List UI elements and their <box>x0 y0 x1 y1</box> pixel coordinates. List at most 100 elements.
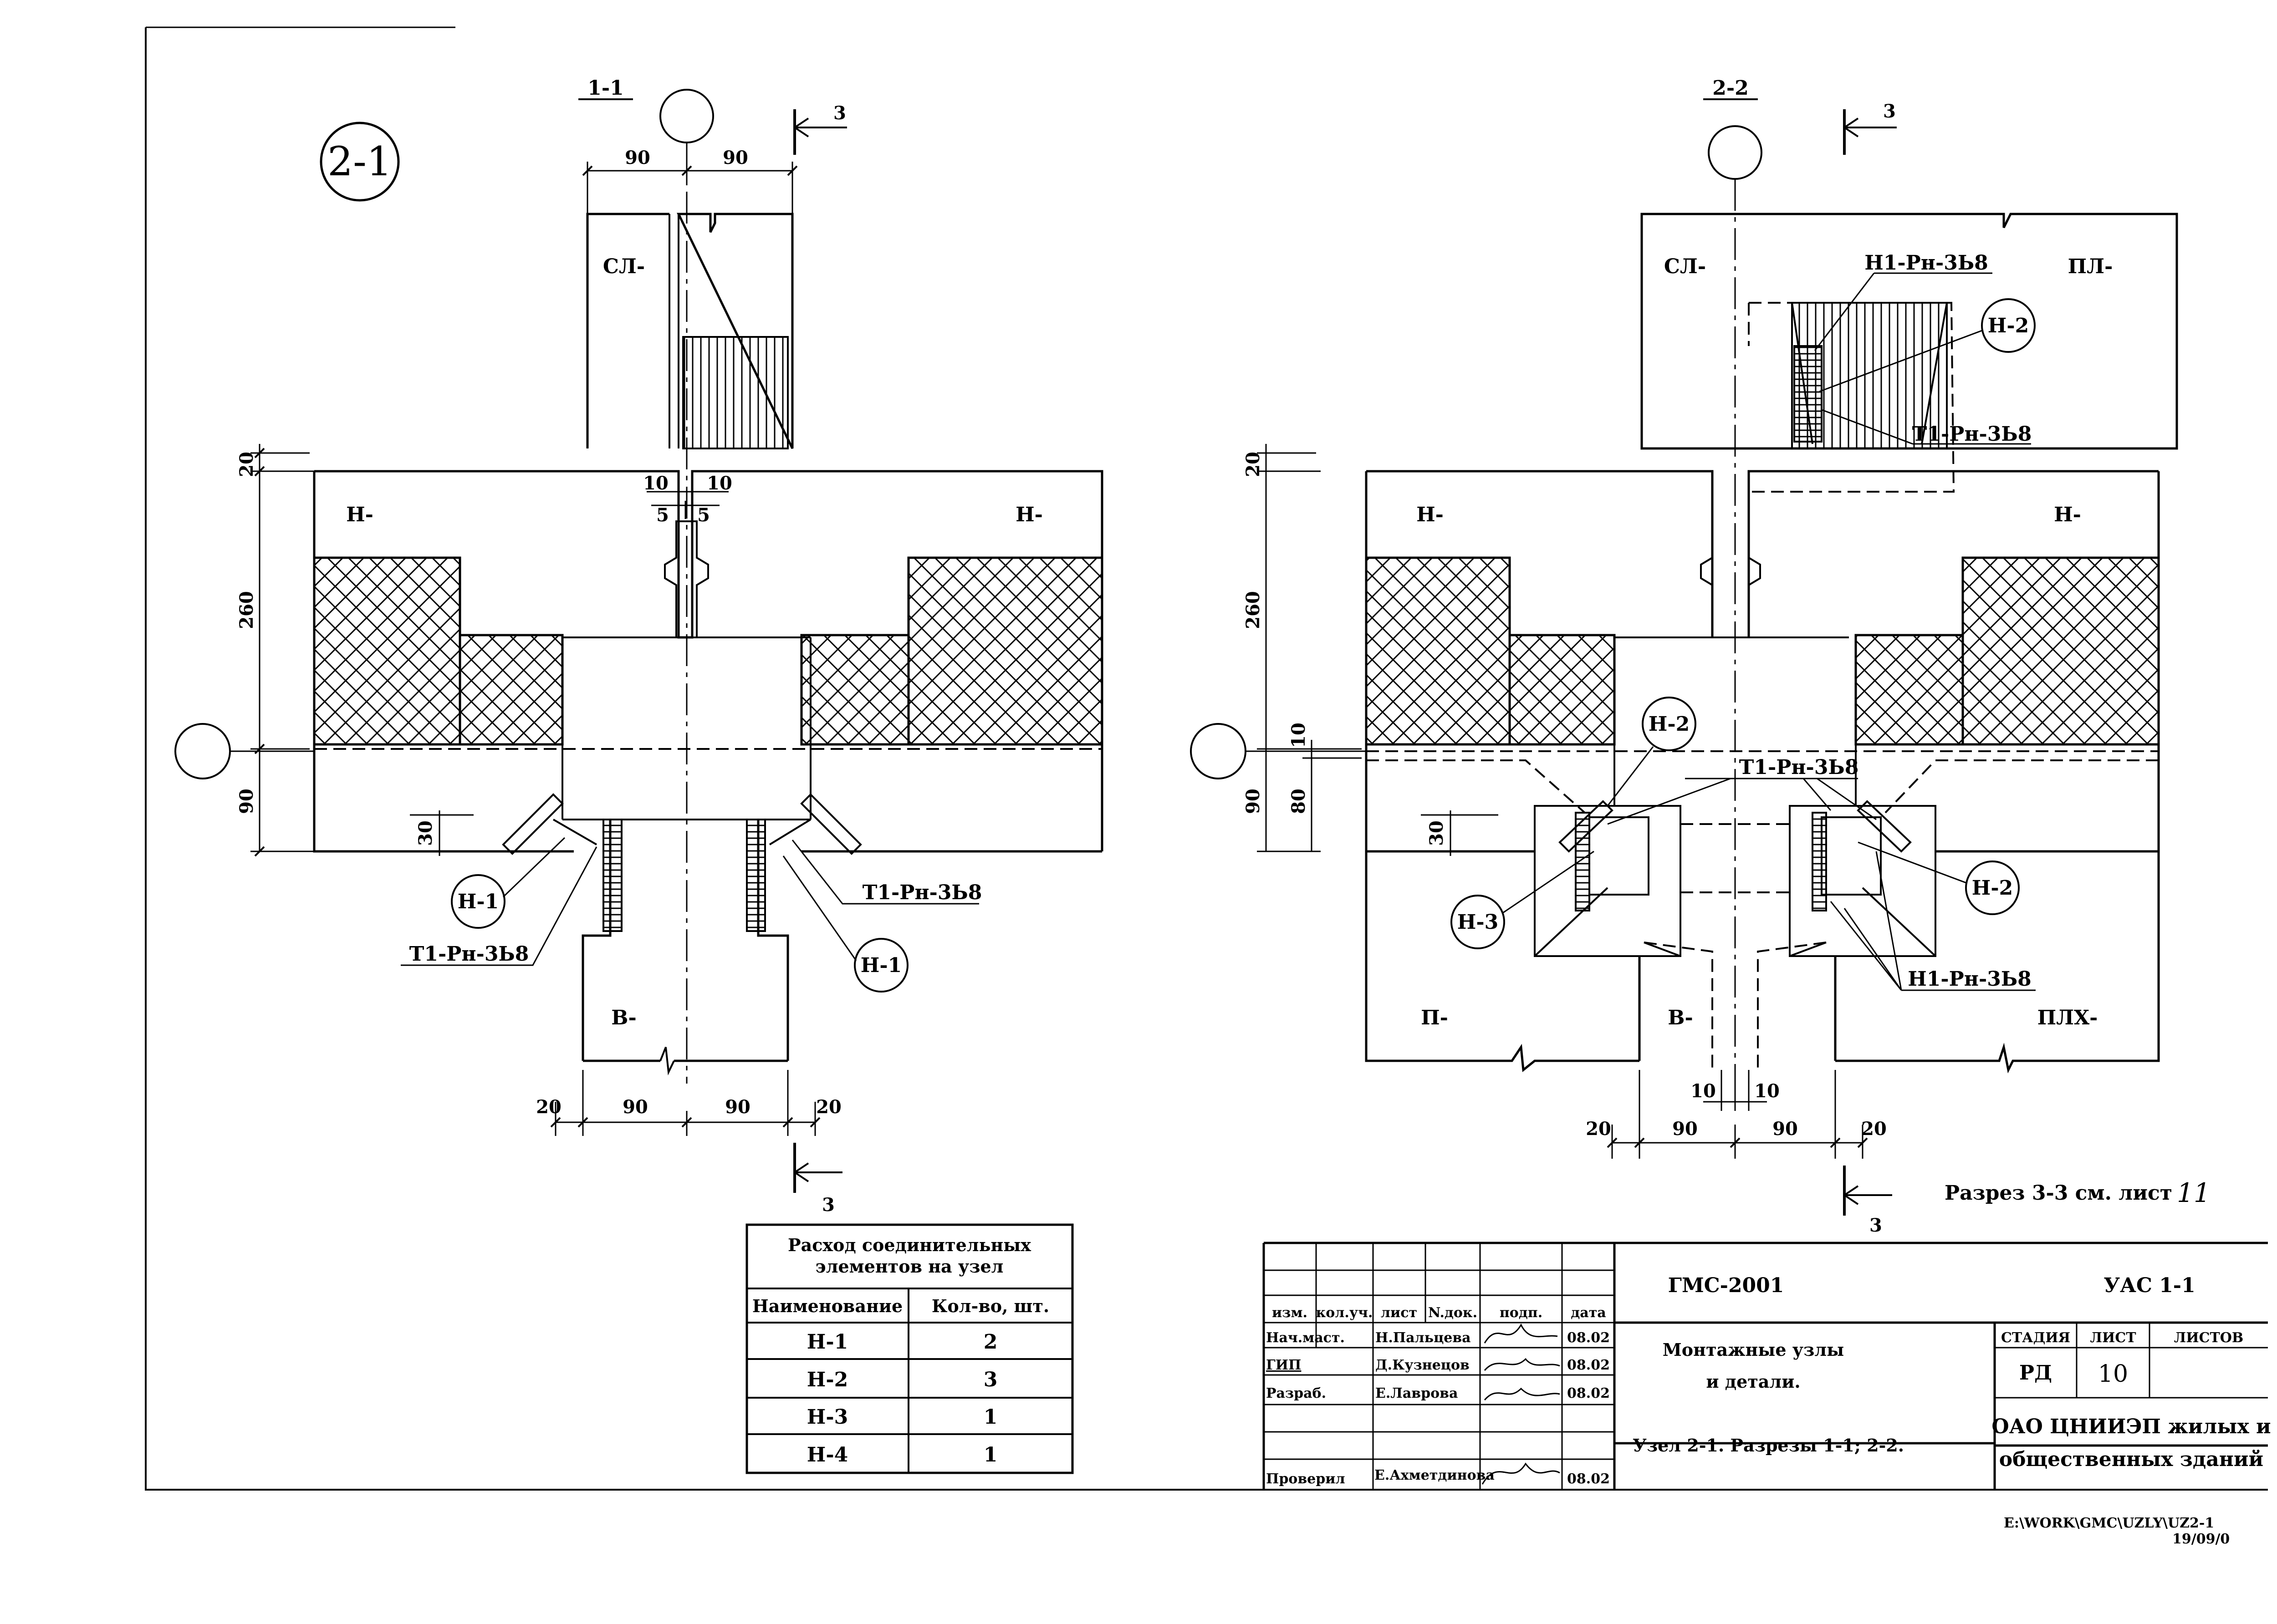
tb-row: Проверил Е.Ахметдинова 08.02 <box>1266 1462 1610 1487</box>
section-2-note: Разрез 3-3 см. лист <box>1945 1181 2172 1205</box>
section-2-label-pl: ПЛ- <box>2068 255 2113 278</box>
section-2-dim-g10a: 10 <box>1690 1080 1716 1102</box>
tb-row-date: 08.02 <box>1567 1357 1610 1373</box>
section-2-dim-h10: 10 <box>1288 723 1309 748</box>
tb-row-name: Е.Ахметдинова <box>1374 1467 1495 1483</box>
spec-row-name: Н-2 <box>807 1368 848 1391</box>
spec-header-qty: Кол-во, шт. <box>932 1296 1049 1316</box>
tb-col-izm: изм. <box>1272 1305 1307 1321</box>
section-1-dim-b20b: 20 <box>816 1096 842 1118</box>
tb-stage-header: СТАДИЯ <box>2001 1330 2070 1346</box>
spec-row-name: Н-4 <box>807 1443 848 1466</box>
title-block: изм. кол.уч. лист N.док. подп. дата Нач.… <box>1262 1242 2271 1490</box>
section-2-label-p: П- <box>1421 1006 1448 1029</box>
spec-header-name: Наименование <box>752 1296 903 1316</box>
signature-icon <box>1484 1358 1560 1371</box>
section-1-callout-n1-left: Н-1 <box>458 890 499 913</box>
section-1-dim-gap-a: 10 <box>643 473 669 494</box>
tb-sheet-title: Узел 2-1. Разрезы 1-1; 2-2. <box>1633 1435 1904 1456</box>
spec-row-name: Н-1 <box>807 1330 848 1354</box>
section-1-dim-b20a: 20 <box>536 1096 562 1118</box>
spec-row-qty: 1 <box>984 1405 998 1429</box>
axis-marker-left-2 <box>1190 723 1246 779</box>
tb-row-role: ГИП <box>1266 1357 1301 1373</box>
section-1-cut-mark-top: 3 <box>833 102 846 124</box>
section-1-dim-b90a: 90 <box>623 1096 648 1118</box>
section-1-label-v: В- <box>611 1006 636 1029</box>
spec-row-qty: 3 <box>984 1368 998 1391</box>
tb-row-name: Н.Пальцева <box>1375 1330 1471 1346</box>
section-1-label-n-right: Н- <box>1016 503 1043 526</box>
section-2-dim-b20b: 20 <box>1861 1118 1887 1140</box>
tb-row-role: Нач.маст. <box>1266 1330 1345 1346</box>
spec-row-qty: 1 <box>984 1443 998 1466</box>
axis-marker-left <box>174 723 231 779</box>
tb-row: ГИП Д.Кузнецов 08.02 <box>1266 1357 1610 1373</box>
section-2-callout-h1-top: Н1-Рн-3Ь8 <box>1864 251 1988 275</box>
section-2-callout-h1-bottom: Н1-Рн-3Ь8 <box>1908 967 2032 991</box>
tb-row: Разраб. Е.Лаврова 08.02 <box>1266 1385 1610 1401</box>
tb-project: ГМС-2001 <box>1668 1274 1784 1297</box>
section-1-title: 1-1 <box>587 76 624 100</box>
section-2-callout-n3: Н-3 <box>1457 911 1498 934</box>
axis-marker-top-2 <box>1708 125 1762 180</box>
tb-row-date: 08.02 <box>1567 1330 1610 1346</box>
section-2-label-plh: ПЛХ- <box>2037 1006 2098 1029</box>
spec-title-1: Расход соединительных <box>788 1235 1031 1255</box>
section-2-dim-h30: 30 <box>1426 820 1447 846</box>
section-2-dim-h20: 20 <box>1242 452 1264 477</box>
section-1-callout-t1-left: Т1-Рн-3Ь8 <box>409 942 529 966</box>
section-1-dim-h90: 90 <box>236 789 257 814</box>
tb-col-list: лист <box>1381 1305 1417 1321</box>
section-2-cut-mark-top: 3 <box>1883 101 1896 122</box>
tb-col-date: дата <box>1571 1305 1606 1321</box>
section-1-dim-gap-d: 5 <box>697 504 710 526</box>
tb-code: УАС 1-1 <box>2103 1274 2195 1297</box>
sheet-frame <box>145 26 2268 1491</box>
section-2-label-sl: СЛ- <box>1664 255 1706 278</box>
section-1-dim-gap-c: 5 <box>656 504 669 526</box>
section-1-dim-h20: 20 <box>236 452 257 477</box>
section-1-callout-n1-right: Н-1 <box>861 954 902 977</box>
section-2-2: 2-2 3 СЛ- ПЛ- 20 260 10 90 80 Н- Н- <box>1190 76 2211 1236</box>
section-1-dim-h30: 30 <box>415 820 436 846</box>
tb-desc-2: и детали. <box>1706 1371 1800 1392</box>
table-row: Н-1 2 <box>807 1330 998 1354</box>
tb-sheets-header: ЛИСТОВ <box>2174 1330 2244 1346</box>
tb-row-role: Проверил <box>1266 1471 1345 1487</box>
table-row: Н-4 1 <box>807 1443 998 1466</box>
tb-row-role: Разраб. <box>1266 1385 1326 1401</box>
table-row: Н-3 1 <box>807 1405 998 1429</box>
axis-marker-top <box>659 89 714 143</box>
section-2-label-n-right: Н- <box>2054 503 2081 526</box>
tb-sheet: 10 <box>2098 1360 2128 1388</box>
section-1-dim-top-right: 90 <box>723 147 748 168</box>
tb-stage: РД <box>2019 1361 2052 1385</box>
section-2-title: 2-2 <box>1712 76 1749 100</box>
section-2-dim-b90a: 90 <box>1672 1118 1698 1140</box>
tb-sheet-header: ЛИСТ <box>2090 1330 2136 1346</box>
section-2-callout-t1-top: Т1-Рн-3Ь8 <box>1912 423 2032 446</box>
section-2-dim-h260: 260 <box>1242 591 1264 629</box>
file-date: 19/09/0 <box>2172 1531 2230 1547</box>
section-2-callout-n2-right: Н-2 <box>1972 876 2013 900</box>
section-1-label-n-left: Н- <box>346 503 373 526</box>
section-2-cut-mark-bottom: 3 <box>1869 1215 1882 1236</box>
tb-org-1: ОАО ЦНИИЭП жилых и <box>1991 1415 2271 1438</box>
section-1-dim-h260: 260 <box>236 591 257 629</box>
section-1-dim-b90b: 90 <box>725 1096 750 1118</box>
tb-org-2: общественных зданий <box>1999 1448 2263 1471</box>
tb-col-doc: N.док. <box>1428 1305 1477 1321</box>
section-1-dim-gap-b: 10 <box>707 473 732 494</box>
tb-row: Нач.маст. Н.Пальцева 08.02 <box>1266 1323 1610 1346</box>
file-path: E:\WORK\GMC\UZLY\UZ2-1 <box>2004 1515 2214 1531</box>
section-2-note-sheet: 11 <box>2177 1177 2211 1208</box>
node-label: 2-1 <box>327 138 392 185</box>
node-marker: 2-1 <box>320 122 400 202</box>
section-2-callout-n2-left: Н-2 <box>1649 713 1690 736</box>
spec-title-2: элементов на узел <box>816 1256 1004 1277</box>
section-2-dim-b20a: 20 <box>1586 1118 1611 1140</box>
section-1-dim-top-left: 90 <box>625 147 650 168</box>
section-1-1: 1-1 3 90 90 СЛ- 20 260 90 Н- Н- <box>174 76 1103 1216</box>
